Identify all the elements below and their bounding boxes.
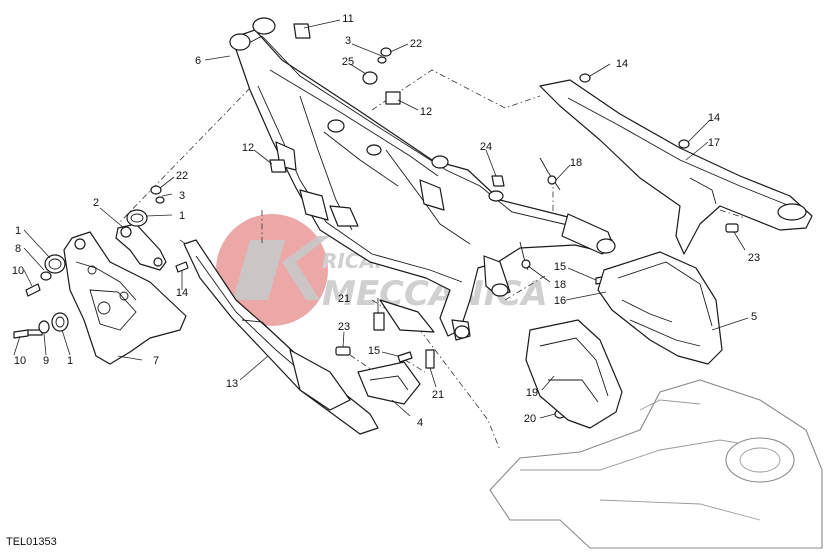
left-side-rail — [183, 239, 379, 435]
callout-19: 19 — [526, 387, 538, 399]
callout-21: 21 — [432, 389, 444, 401]
callout-10: 10 — [12, 265, 24, 277]
callout-24: 24 — [480, 141, 492, 153]
callout-2: 2 — [93, 197, 99, 209]
callout-13: 13 — [226, 378, 238, 390]
callout-20: 20 — [524, 413, 536, 425]
callout-18: 18 — [554, 279, 566, 291]
callout-23: 23 — [748, 252, 760, 264]
callout-1: 1 — [15, 225, 21, 237]
rear-cover-5 — [597, 251, 723, 365]
callout-12: 12 — [420, 106, 432, 118]
callout-1: 1 — [67, 355, 73, 367]
callout-12: 12 — [242, 142, 254, 154]
callout-14: 14 — [708, 112, 720, 124]
cover-19 — [525, 319, 623, 429]
callout-6: 6 — [195, 55, 201, 67]
mount-bracket-4 — [357, 361, 421, 405]
callout-1: 1 — [179, 210, 185, 222]
callout-3: 3 — [179, 190, 185, 202]
callout-18: 18 — [570, 157, 582, 169]
callout-23: 23 — [338, 321, 350, 333]
callout-4: 4 — [417, 417, 423, 429]
callout-21: 21 — [338, 293, 350, 305]
callout-14: 14 — [616, 58, 628, 70]
left-footpeg-bracket — [63, 231, 187, 365]
background-swingarm — [489, 379, 823, 549]
callout-16: 16 — [554, 295, 566, 307]
callout-5: 5 — [751, 311, 757, 323]
right-side-rail — [539, 79, 813, 255]
callout-8: 8 — [15, 243, 21, 255]
callout-labels: 1 1 1 2 3 3 4 5 6 7 8 9 10 10 11 12 12 1… — [12, 13, 760, 429]
leader-lines — [13, 19, 749, 419]
callout-9: 9 — [43, 355, 49, 367]
callout-15: 15 — [554, 261, 566, 273]
bracket-2 — [115, 223, 167, 271]
callout-25: 25 — [342, 56, 354, 68]
callout-10: 10 — [14, 355, 26, 367]
callout-15: 15 — [368, 345, 380, 357]
callout-22: 22 — [176, 170, 188, 182]
rear-subframe — [229, 17, 616, 341]
callout-22: 22 — [410, 38, 422, 50]
drawing-code: TEL01353 — [6, 536, 57, 548]
callout-7: 7 — [153, 355, 159, 367]
callout-11: 11 — [342, 13, 353, 25]
callout-17: 17 — [708, 137, 720, 149]
callout-3: 3 — [345, 35, 351, 47]
rubber-dampers — [44, 209, 148, 332]
callout-14: 14 — [176, 287, 188, 299]
